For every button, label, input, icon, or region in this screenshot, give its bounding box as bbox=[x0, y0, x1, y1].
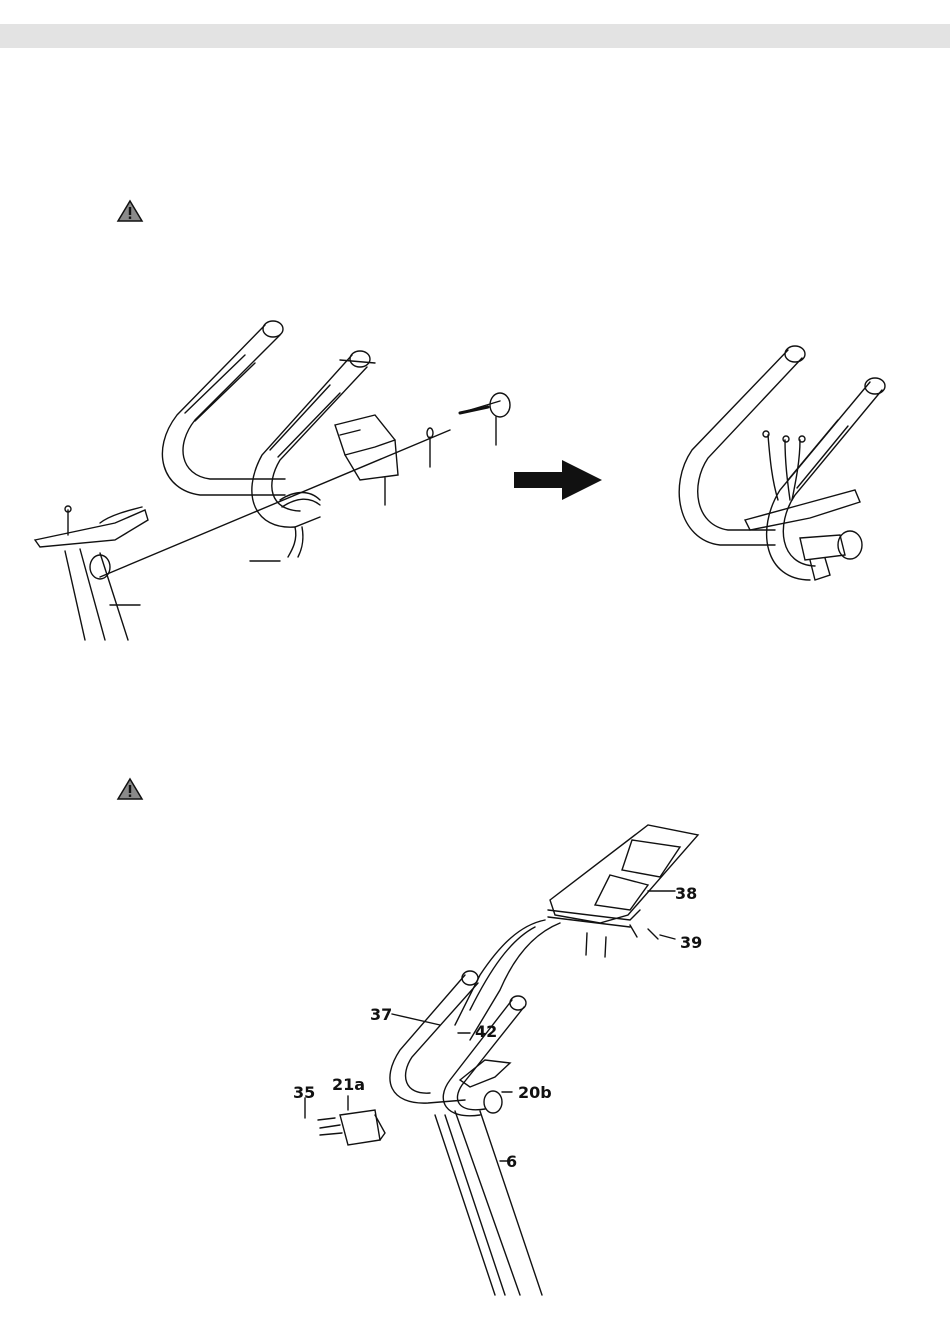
handlebar-left-grip bbox=[162, 325, 285, 495]
part-label-35: 35 bbox=[293, 1083, 315, 1102]
part-label-38: 38 bbox=[675, 884, 697, 903]
cover-21a bbox=[340, 1110, 380, 1145]
part-label-39: 39 bbox=[680, 933, 702, 952]
header-bar bbox=[0, 24, 950, 48]
part-label-37: 37 bbox=[370, 1005, 392, 1024]
part-label-42: 42 bbox=[475, 1022, 497, 1041]
step1-exploded-diagram bbox=[30, 295, 510, 645]
part-label-20b: 20b bbox=[518, 1083, 552, 1102]
step1-assembled-diagram bbox=[660, 340, 890, 600]
bracket-cover bbox=[335, 415, 398, 480]
console-unit bbox=[550, 825, 698, 923]
warning-triangle-icon bbox=[117, 777, 143, 801]
part-label-21a: 21a bbox=[332, 1075, 365, 1094]
part-label-6: 6 bbox=[506, 1152, 517, 1171]
step2-console-diagram: 37 42 38 39 35 21a 20b 6 bbox=[280, 815, 720, 1295]
warning-triangle-icon bbox=[117, 199, 143, 223]
arrow-right-icon bbox=[514, 460, 604, 500]
handlebar-right-grip bbox=[252, 355, 352, 527]
